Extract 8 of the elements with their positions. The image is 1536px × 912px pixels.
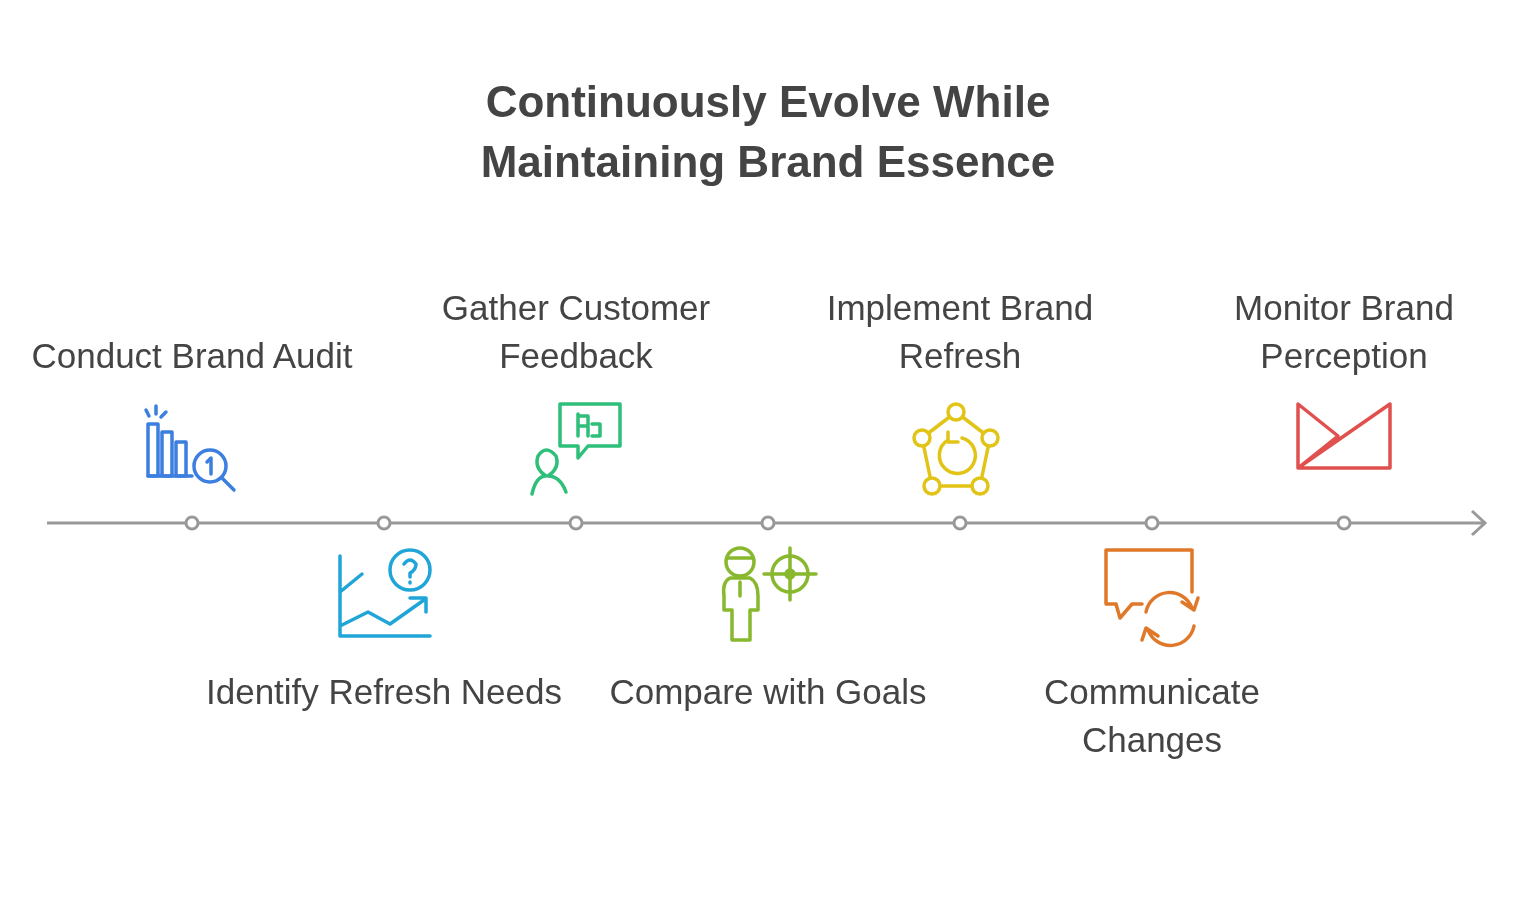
step-label: Identify Refresh Needs — [204, 668, 564, 716]
step-label: Monitor Brand Perception — [1164, 284, 1524, 380]
step-label: Gather Customer Feedback — [396, 284, 756, 380]
step-label: Implement Brand Refresh — [780, 284, 1140, 380]
step-label: Compare with Goals — [588, 668, 948, 716]
diagram-title: Continuously Evolve While Maintaining Brand Essence — [479, 76, 1057, 188]
step-label: Conduct Brand Audit — [12, 332, 372, 380]
step-label: Communicate Changes — [972, 668, 1332, 764]
